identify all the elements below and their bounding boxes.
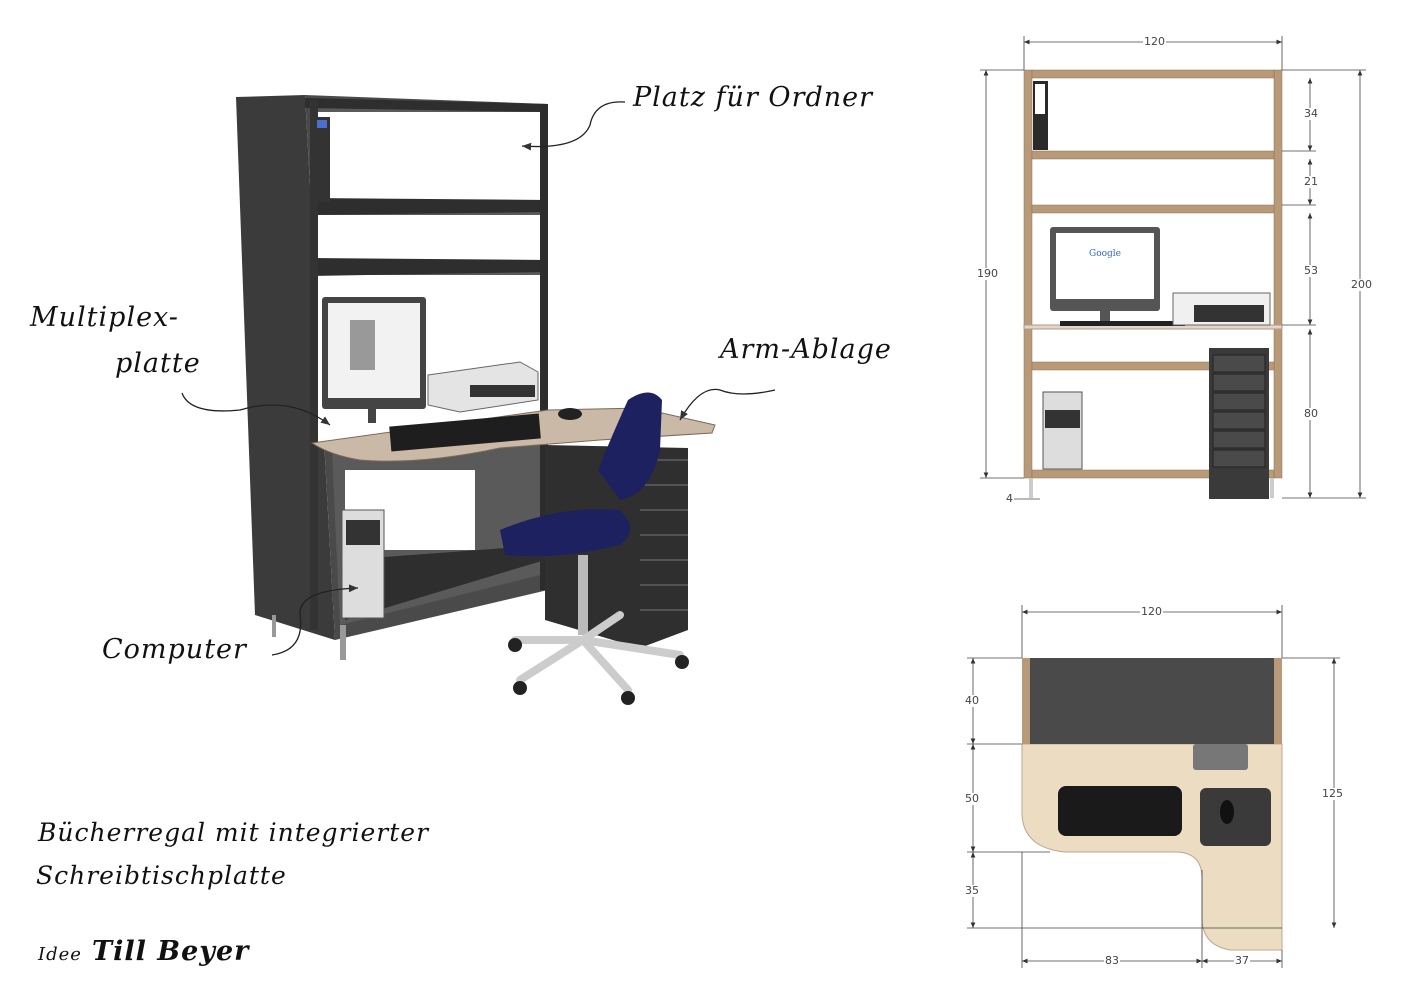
label-multiplex-line2: platte [115,348,201,379]
desk-top-3d [310,407,716,462]
label-arm-rest: Arm-Ablage [720,334,892,365]
svg-text:Google: Google [1089,249,1121,259]
printer-3d [427,361,539,413]
caption-line2: Schreibtischplatte [36,861,287,890]
dim-front-width: 120 [1143,35,1166,48]
dim-shelf-1: 34 [1303,107,1319,120]
idea-prefix: Idee [38,944,82,965]
dim-depth-total: 125 [1321,787,1344,800]
plan-view [967,605,1340,968]
dim-shelf-3: 53 [1303,264,1319,277]
label-multiplex-line1: Multiplex- [30,302,179,333]
label-shelf-folders: Platz für Ordner [633,82,874,113]
dim-plan-width: 120 [1140,605,1163,618]
computer-tower [341,509,385,619]
dim-front-total-height: 200 [1350,278,1373,291]
dim-desk-height: 80 [1303,407,1319,420]
dim-front-frame-height: 190 [976,267,999,280]
dim-width-arm: 37 [1234,954,1250,967]
caption-line1: Bücherregal mit integrierter [38,818,430,847]
dim-shelf-2: 21 [1303,175,1319,188]
author-name: Till Beyer [92,936,250,967]
annotation-leaders [181,101,776,656]
label-computer: Computer [102,634,247,665]
dim-width-left: 83 [1104,954,1120,967]
dim-depth-arm: 35 [964,884,980,897]
dim-depth-desk: 50 [964,792,980,805]
bookshelf-3d [236,95,548,660]
monitor-3d [322,297,426,423]
office-chair [500,392,689,705]
dim-leg-offset: 4 [1005,492,1014,505]
dim-depth-shelf: 40 [964,694,980,707]
